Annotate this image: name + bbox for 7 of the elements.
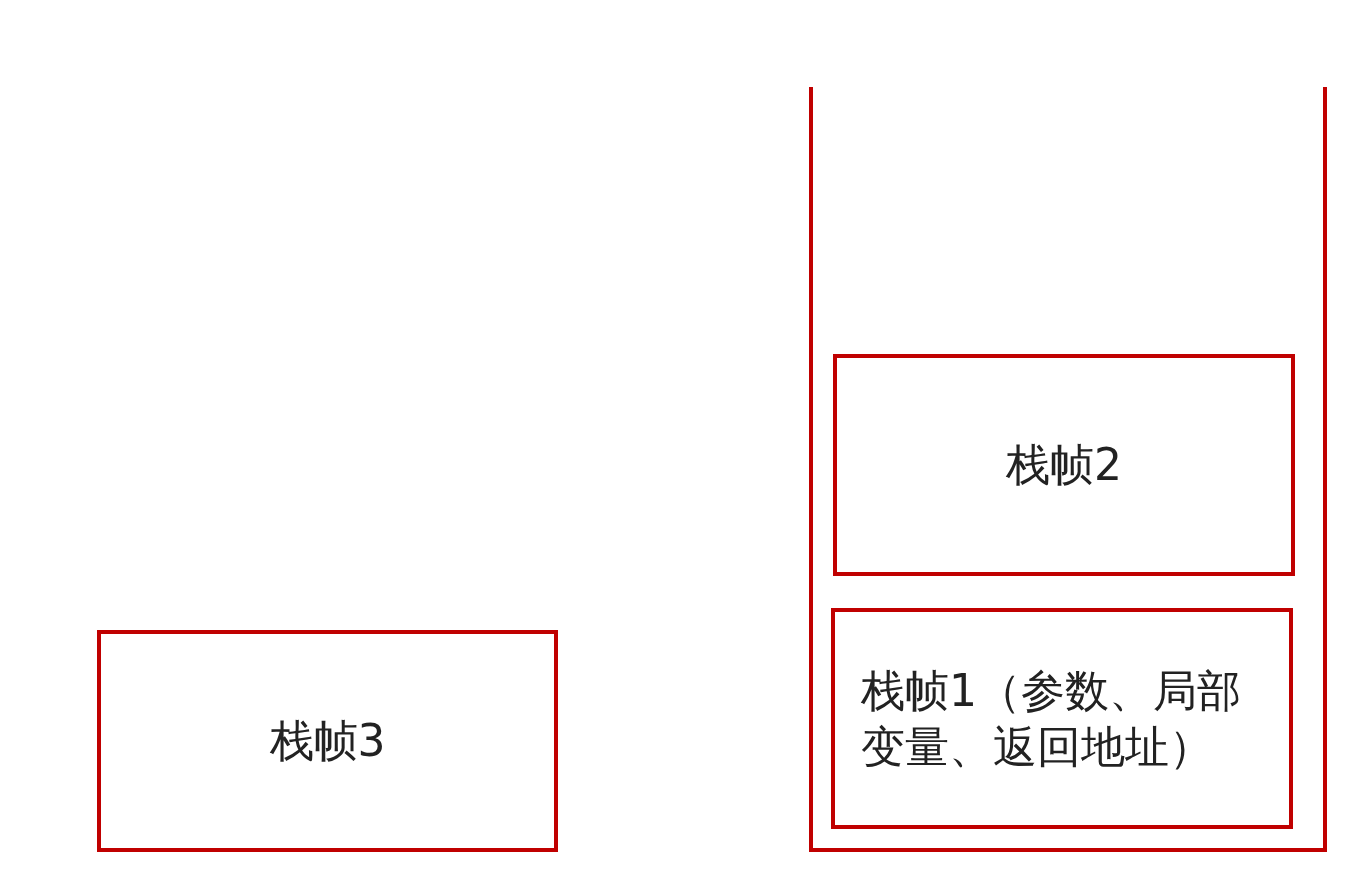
frame-label: 栈帧3	[269, 714, 386, 768]
stack-frame-box	[97, 630, 558, 852]
stack-frame-box	[833, 354, 1295, 576]
frame-label: 栈帧1（参数、局部变量、返回地址）	[861, 663, 1242, 774]
frame-label: 栈帧2	[1006, 438, 1122, 492]
stack-frame-box	[831, 608, 1293, 829]
stack-outline	[809, 87, 1327, 852]
